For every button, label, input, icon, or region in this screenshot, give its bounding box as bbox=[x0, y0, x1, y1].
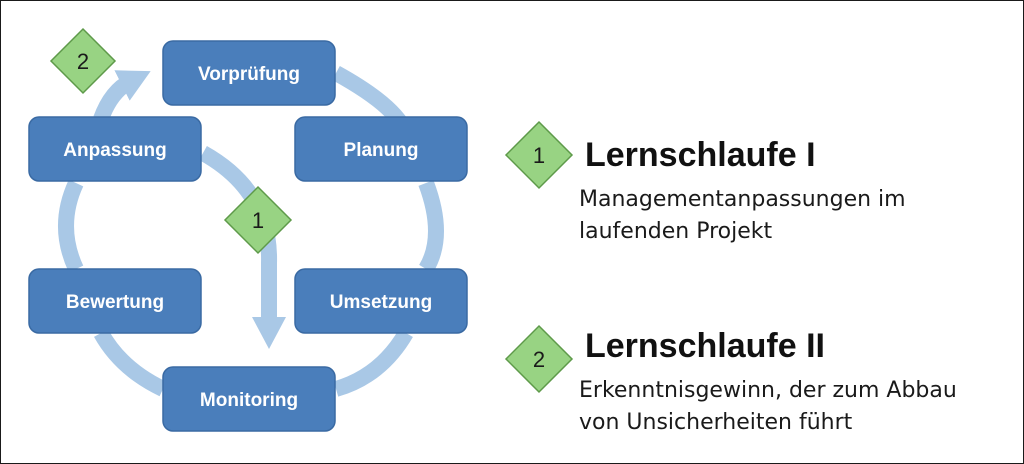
node-label: Umsetzung bbox=[330, 292, 432, 313]
node-label: Bewertung bbox=[66, 292, 164, 313]
legend-description-loop-1: Managementanpassungen im laufenden Proje… bbox=[579, 184, 906, 248]
description-line: laufenden Projekt bbox=[579, 219, 773, 244]
node-monitoring: Monitoring bbox=[162, 366, 336, 432]
cycle-arrow-to-vorpruefung bbox=[93, 70, 151, 122]
description-line: Erkenntnisgewinn, der zum Abbau bbox=[579, 378, 957, 403]
legend-title-loop-2: Lernschlaufe II bbox=[585, 327, 825, 365]
node-label: Vorprüfung bbox=[198, 64, 300, 85]
node-umsetzung: Umsetzung bbox=[294, 268, 468, 334]
legend-title-loop-1: Lernschlaufe I bbox=[585, 136, 816, 174]
badge-number: 2 bbox=[77, 49, 89, 74]
badge-number: 1 bbox=[533, 143, 545, 168]
cycle-ring-segment bbox=[418, 180, 444, 274]
description-line: von Unsicherheiten führt bbox=[579, 410, 853, 435]
diamond-badge-1: 1 bbox=[223, 185, 293, 255]
legend-diamond-1: 1 bbox=[504, 120, 574, 190]
legend-diamond-2: 2 bbox=[504, 324, 574, 394]
node-bewertung: Bewertung bbox=[28, 268, 202, 334]
node-vorpruefung: Vorprüfung bbox=[162, 40, 336, 106]
node-anpassung: Anpassung bbox=[28, 116, 202, 182]
node-planung: Planung bbox=[294, 116, 468, 182]
cycle-ring-segment bbox=[333, 328, 413, 397]
node-label: Anpassung bbox=[63, 140, 166, 161]
cycle-ring-segment bbox=[94, 328, 167, 397]
node-label: Planung bbox=[344, 140, 419, 161]
badge-number: 1 bbox=[252, 208, 264, 233]
node-label: Monitoring bbox=[200, 390, 298, 411]
badge-number: 2 bbox=[533, 347, 545, 372]
cycle-ring-segment bbox=[58, 179, 84, 273]
legend-description-loop-2: Erkenntnisgewinn, der zum Abbau von Unsi… bbox=[579, 375, 957, 439]
description-line: Managementanpassungen im bbox=[579, 187, 906, 212]
diamond-badge-2: 2 bbox=[49, 27, 117, 95]
